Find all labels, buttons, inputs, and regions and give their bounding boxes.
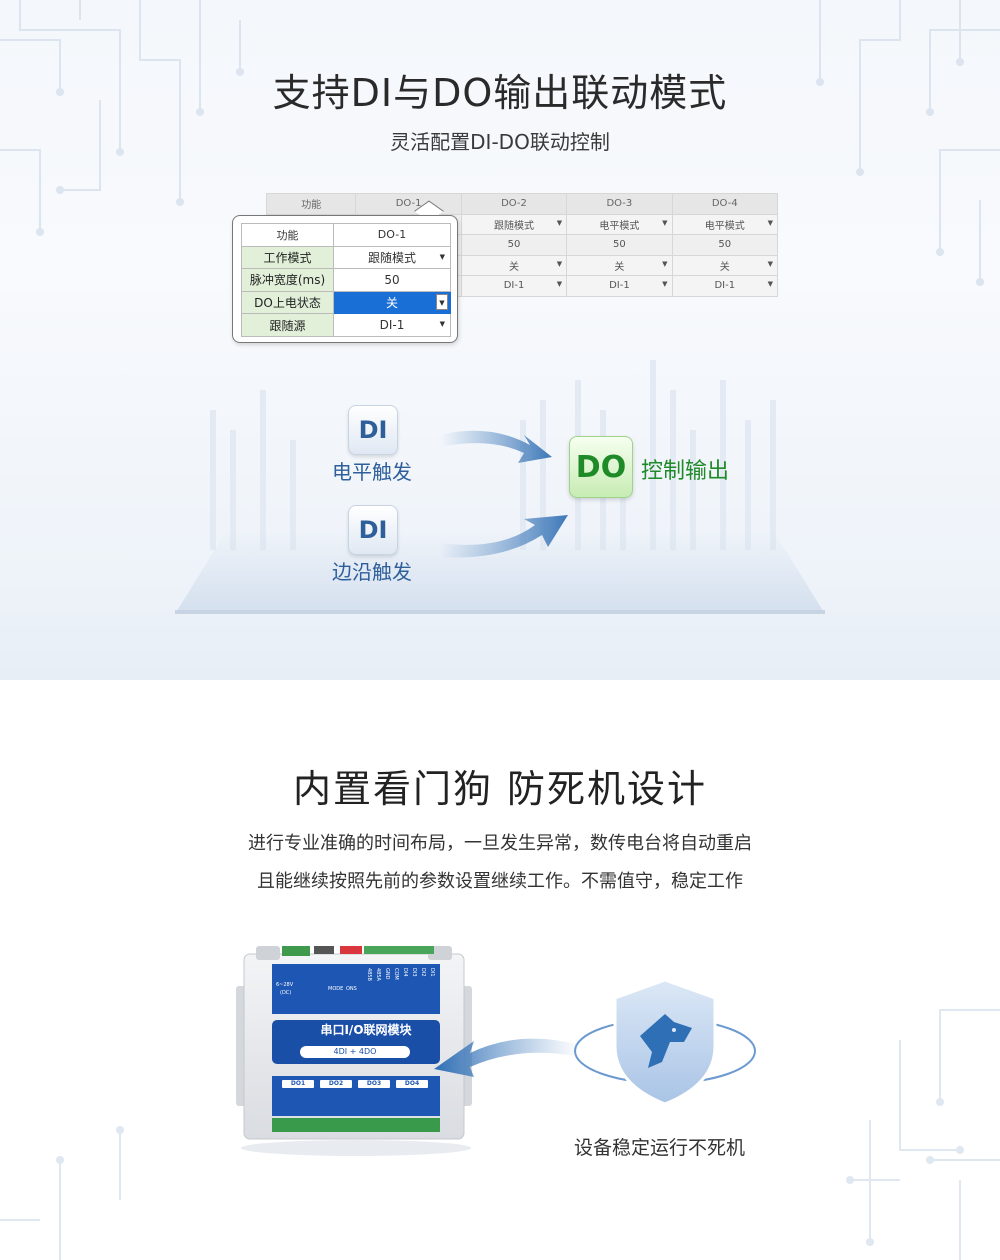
do-port-label: DO3 — [366, 1080, 382, 1087]
arrow-right-icon — [440, 430, 568, 558]
terminal-label: GND — [384, 968, 390, 980]
edge-trigger-label: 边沿触发 — [332, 560, 412, 584]
arrow-left-icon — [434, 1038, 580, 1077]
io-module-device: 串口I/O联网模块 4DI + 4DO 6~28V (DC) MODE ONS … — [236, 942, 472, 1156]
table-cell[interactable]: 电平模式▼ — [566, 213, 673, 235]
section-subtitle: 灵活配置DI-DO联动控制 — [390, 130, 610, 154]
dc-label: (DC) — [280, 990, 292, 996]
table-cell[interactable]: DI-1▼ — [671, 275, 779, 297]
table-cell[interactable]: 50 — [566, 234, 673, 256]
follow-source-select[interactable]: DI-1▼ — [333, 313, 451, 337]
power-label: 6~28V — [276, 982, 294, 988]
terminal-label: DI1 — [429, 968, 435, 977]
level-trigger-label: 电平触发 — [332, 460, 412, 484]
ons-label: ONS — [346, 986, 357, 992]
terminal-label: 485B — [366, 968, 372, 981]
description-line-2: 且能继续按照先前的参数设置继续工作。不需值守，稳定工作 — [257, 871, 743, 892]
table-cell[interactable]: DI-1▼ — [460, 275, 568, 297]
dropdown-arrow-icon: ▼ — [767, 280, 773, 288]
terminal-labels: 485B 485A GND COM DI4 DI3 DI2 DI1 — [366, 968, 435, 981]
pulse-width-label: 脉冲宽度(ms) — [241, 268, 334, 292]
dropdown-arrow-icon: ▼ — [556, 259, 563, 268]
do-port-label: DO4 — [404, 1080, 420, 1087]
dropdown-arrow-icon: ▼ — [662, 280, 668, 288]
table-cell[interactable]: 跟随模式▼ — [460, 213, 568, 235]
do-port-label: DO1 — [290, 1080, 306, 1087]
table-cell[interactable]: 50 — [671, 234, 779, 256]
table-header: 功能 — [241, 223, 334, 247]
terminal-label: COM — [393, 968, 399, 980]
do-port-label: DO2 — [328, 1080, 344, 1087]
terminal-label: DI3 — [411, 968, 417, 977]
watchdog-shield — [570, 976, 760, 1120]
device-name: 串口I/O联网模块 — [320, 1023, 412, 1037]
table-header: DO-4 — [671, 193, 779, 215]
dropdown-arrow-icon: ▼ — [436, 293, 448, 310]
terminal-label: 485A — [375, 968, 381, 981]
device-model: 4DI + 4DO — [333, 1047, 377, 1056]
power-on-state-select[interactable]: 关▼ — [333, 290, 451, 315]
table-cell[interactable]: 电平模式▼ — [671, 213, 779, 235]
dropdown-arrow-icon: ▼ — [439, 252, 445, 261]
circuit-pattern-icon — [0, 1009, 1000, 1260]
table-cell[interactable]: 关▼ — [671, 254, 779, 276]
terminal-label: DI4 — [402, 968, 408, 977]
work-mode-label: 工作模式 — [241, 245, 334, 270]
watchdog-section: 内置看门狗 防死机设计 进行专业准确的时间布局，一旦发生异常，数传电台将自动重启… — [0, 680, 1000, 1260]
table-header: 功能 — [265, 193, 357, 215]
dropdown-arrow-icon: ▼ — [662, 218, 668, 227]
table-cell[interactable]: 50 — [460, 234, 568, 256]
stage-edge — [175, 610, 825, 614]
circuit-pattern-icon — [0, 0, 1000, 286]
do1-config-table: 功能 DO-1 工作模式 跟随模式▼ 脉冲宽度(ms) 50 DO上电状态 关▼… — [241, 223, 451, 337]
terminal-label: DI2 — [420, 968, 426, 977]
do-badge: DO — [569, 436, 633, 498]
work-mode-select[interactable]: 跟随模式▼ — [333, 245, 451, 270]
table-header: DO-1 — [333, 223, 451, 247]
di-badge-level: DI — [348, 405, 398, 455]
table-header: DO-2 — [460, 193, 568, 215]
device-body — [236, 942, 472, 1156]
stability-caption: 设备稳定运行不死机 — [574, 1137, 746, 1159]
do1-config-popup: 功能 DO-1 工作模式 跟随模式▼ 脉冲宽度(ms) 50 DO上电状态 关▼… — [232, 215, 458, 343]
table-header: DO-1 — [355, 193, 462, 215]
dropdown-arrow-icon: ▼ — [767, 218, 773, 227]
di-badge-edge: DI — [348, 505, 398, 555]
section-title: 支持DI与DO输出联动模式 — [272, 71, 728, 115]
section-title: 内置看门狗 防死机设计 — [292, 767, 708, 811]
table-cell[interactable]: DI-1▼ — [566, 275, 673, 297]
dropdown-arrow-icon: ▼ — [439, 320, 445, 329]
dropdown-arrow-icon: ▼ — [556, 280, 563, 288]
table-cell[interactable]: 关▼ — [460, 254, 568, 276]
linkage-section: 支持DI与DO输出联动模式 灵活配置DI-DO联动控制 功能 DO-1 DO-2… — [0, 0, 1000, 680]
power-on-state-label: DO上电状态 — [241, 290, 334, 315]
control-output-label: 控制输出 — [641, 459, 730, 484]
mode-label: MODE — [328, 986, 344, 992]
dropdown-arrow-icon: ▼ — [767, 259, 773, 268]
follow-source-label: 跟随源 — [241, 313, 334, 337]
description-line-1: 进行专业准确的时间布局，一旦发生异常，数传电台将自动重启 — [248, 833, 752, 854]
table-cell[interactable]: 关▼ — [566, 254, 673, 276]
dropdown-arrow-icon: ▼ — [662, 259, 668, 268]
pulse-width-input[interactable]: 50 — [333, 268, 451, 292]
table-header: DO-3 — [566, 193, 673, 215]
dropdown-arrow-icon: ▼ — [556, 218, 563, 227]
shield-dog-icon — [574, 978, 756, 1106]
